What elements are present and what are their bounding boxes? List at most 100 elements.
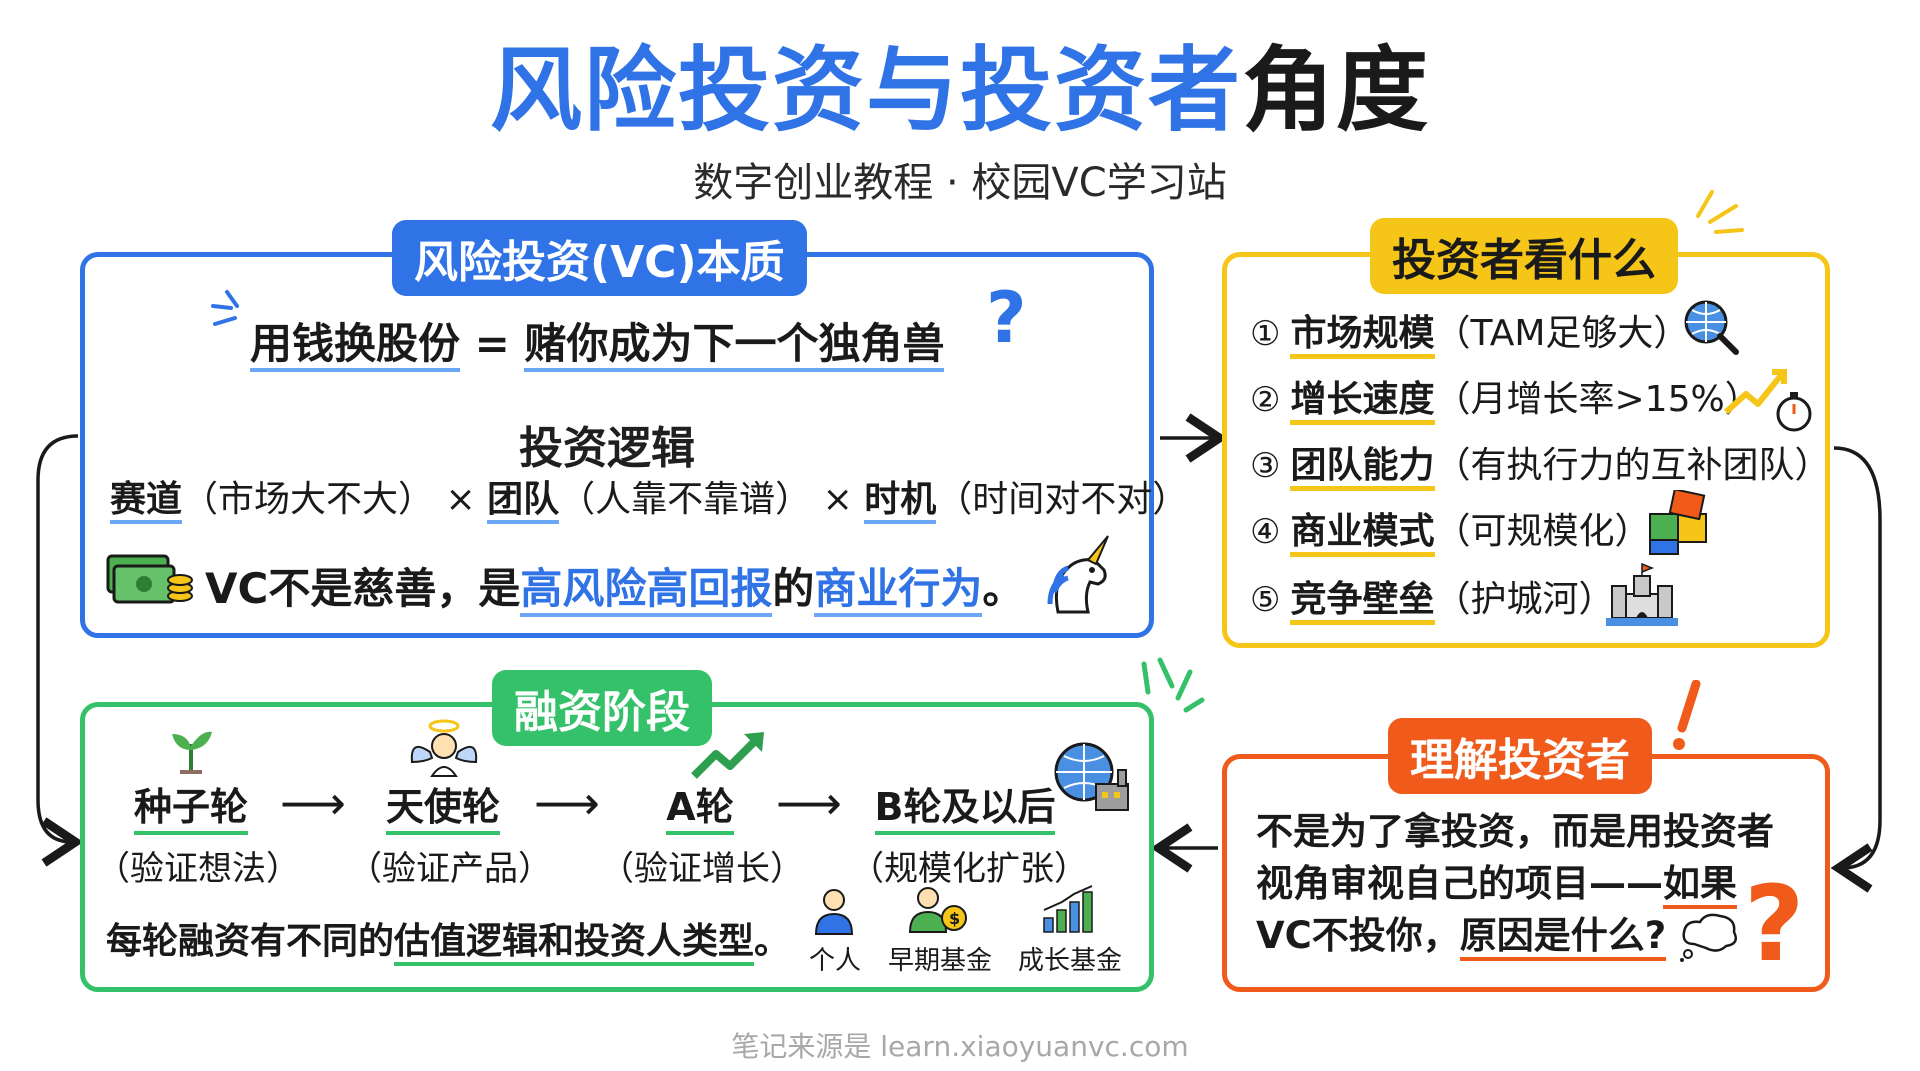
logic-note-team: （人靠不靠谱） <box>559 479 812 520</box>
item-number: ① <box>1250 314 1281 354</box>
growth-stopwatch-icon <box>1723 369 1812 432</box>
stage-desc: （验证产品） <box>348 849 552 889</box>
investment-logic-line: 赛道（市场大不大） × 团队（人靠不靠谱） × 时机（时间对不对） <box>110 470 1189 524</box>
item-note: （月增长率>15%） <box>1434 379 1761 420</box>
line2-part-a: 视角审视自己的项目—— <box>1256 862 1663 905</box>
item-note: （有执行力的互补团队） <box>1434 445 1831 486</box>
logic-key-track: 赛道 <box>110 479 183 524</box>
stage-name: A轮 <box>666 776 734 835</box>
understand-line-3: VC不投你，原因是什么? <box>1256 910 1796 962</box>
item-note: （TAM足够大） <box>1434 313 1690 354</box>
fund-person-icon: $ <box>908 887 967 933</box>
investor-panel-title: 投资者看什么 <box>1370 218 1678 294</box>
stage-name: 天使轮 <box>385 776 500 835</box>
source-footer: 笔记来源是 learn.xiaoyuanvc.com <box>731 1030 1189 1063</box>
statement-part-c: 的 <box>772 564 815 613</box>
logic-times: × <box>822 479 853 520</box>
stage-desc: （规模化扩张） <box>850 849 1088 889</box>
statement-highlight-business: 商业行为 <box>814 564 983 617</box>
logic-key-timing: 时机 <box>864 479 937 524</box>
thought-bubble-icon <box>1680 913 1737 962</box>
trend-up-icon <box>691 732 764 779</box>
investor-type-growth-fund: 成长基金 <box>1017 946 1122 976</box>
understand-line-2: 视角审视自己的项目——如果 <box>1256 858 1796 910</box>
spark-icon <box>211 290 239 326</box>
item-number: ② <box>1250 380 1281 420</box>
item-number: ⑤ <box>1250 580 1281 620</box>
spark-icon <box>1141 657 1205 713</box>
understand-line-1: 不是为了拿投资，而是用投资者 <box>1256 810 1774 853</box>
investor-type-early-fund: 早期基金 <box>887 946 992 976</box>
page-title: 风险投资与投资者角度 <box>0 40 1920 141</box>
castle-icon <box>1606 562 1678 626</box>
logic-times: × <box>445 479 476 520</box>
arrow-left-loop <box>36 434 78 842</box>
item-number: ④ <box>1250 512 1281 552</box>
item-key: 市场规模 <box>1290 313 1435 359</box>
logic-key-team: 团队 <box>487 479 560 524</box>
angel-icon <box>410 719 478 777</box>
investor-focus-panel <box>1222 252 1830 648</box>
item-note: （可规模化） <box>1434 511 1651 552</box>
understand-text: 不是为了拿投资，而是用投资者 视角审视自己的项目——如果 VC不投你，原因是什么… <box>1256 806 1796 962</box>
stage-arrow: ⟶ <box>776 776 842 830</box>
note-part-a: 每轮融资有不同的 <box>106 921 395 962</box>
question-mark-icon: ? <box>1744 868 1804 972</box>
globe-factory-icon <box>1054 742 1129 811</box>
formula-equals: = <box>474 319 510 368</box>
vc-panel-title: 风险投资(VC)本质 <box>392 220 807 296</box>
note-highlight: 估值逻辑和投资人类型 <box>394 921 755 966</box>
logic-note-track: （市场大不大） <box>182 479 435 520</box>
globe-magnifier-icon <box>1684 300 1739 355</box>
stage-desc: （验证增长） <box>600 849 804 889</box>
understand-panel-title: 理解投资者 <box>1388 718 1652 794</box>
statement-part-e: 。 <box>982 564 1025 613</box>
item-key: 团队能力 <box>1290 445 1435 491</box>
page-subtitle: 数字创业教程 · 校园VC学习站 <box>693 160 1227 206</box>
arrow-investor-to-understand <box>1834 446 1882 868</box>
item-key: 增长速度 <box>1290 379 1435 425</box>
line2-highlight: 如果 <box>1663 862 1737 909</box>
logic-note-timing: （时间对不对） <box>936 479 1189 520</box>
stage-b-and-later: B轮及以后 （规模化扩张） <box>850 776 1088 890</box>
investor-type-individual: 个人 <box>808 946 861 976</box>
item-key: 商业模式 <box>1290 511 1435 557</box>
unicorn-icon <box>1047 535 1109 614</box>
question-mark-icon: ? <box>986 282 1027 354</box>
formula-right: 赌你成为下一个独角兽 <box>524 319 945 372</box>
vc-formula: 用钱换股份 = 赌你成为下一个独角兽 <box>250 310 945 372</box>
money-stack-icon <box>106 554 193 604</box>
vc-essence-panel <box>80 252 1154 638</box>
stage-name: B轮及以后 <box>874 776 1056 835</box>
statement-highlight-risk: 高风险高回报 <box>520 564 773 617</box>
stage-arrow: ⟶ <box>280 776 346 830</box>
note-part-c: 。 <box>754 921 791 962</box>
stage-a-round: A轮 （验证增长） <box>600 776 804 890</box>
title-colored-part: 风险投资与投资者 <box>489 37 1242 144</box>
funding-note: 每轮融资有不同的估值逻辑和投资人类型。 <box>106 912 791 966</box>
statement-part-a: VC不是慈善，是 <box>205 564 521 613</box>
exclamation-icon <box>1673 680 1701 750</box>
item-key: 竞争壁垒 <box>1290 579 1435 625</box>
bar-chart-icon <box>1043 885 1093 933</box>
stage-arrow: ⟶ <box>534 776 600 830</box>
item-note: （护城河） <box>1434 579 1615 620</box>
spark-icon <box>1696 190 1744 234</box>
vc-statement: VC不是慈善，是高风险高回报的商业行为。 <box>205 555 1025 617</box>
title-dark-part: 角度 <box>1242 37 1431 144</box>
stage-desc: （验证想法） <box>96 849 300 889</box>
svg-text:?: ? <box>1744 868 1804 972</box>
svg-text:?: ? <box>986 282 1027 354</box>
stage-seed: 种子轮 （验证想法） <box>96 776 300 890</box>
formula-left: 用钱换股份 <box>250 319 461 372</box>
stage-name: 种子轮 <box>133 776 248 835</box>
funding-panel-title: 融资阶段 <box>492 670 712 746</box>
svg-text:$: $ <box>949 909 960 928</box>
